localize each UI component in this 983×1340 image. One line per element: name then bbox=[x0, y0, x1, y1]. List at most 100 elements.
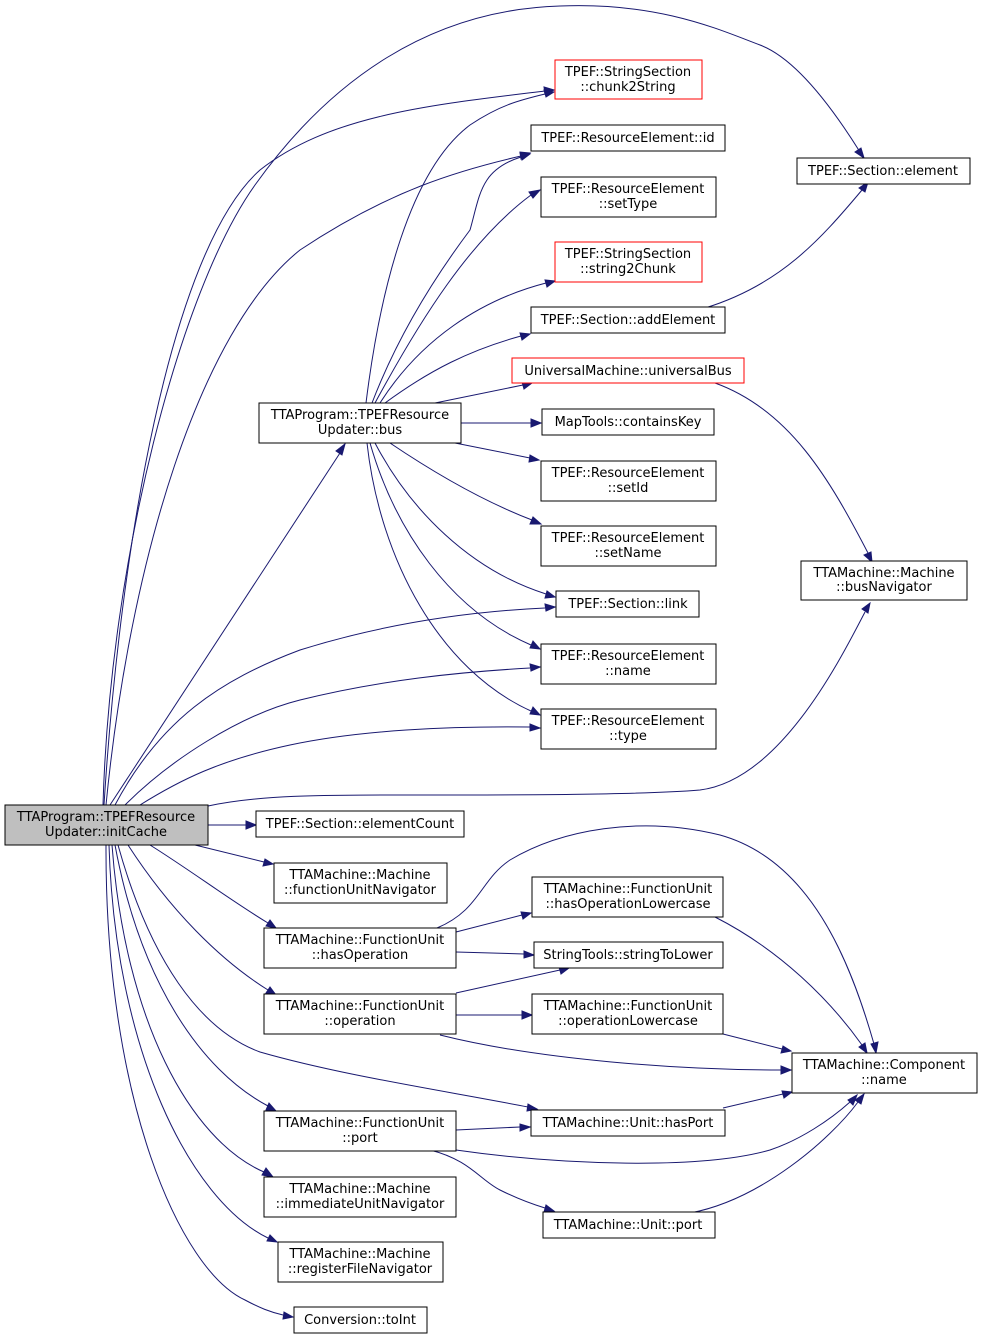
node-iunavigator[interactable]: TTAMachine::Machine ::immediateUnitNavig… bbox=[263, 1176, 457, 1218]
node-setid[interactable]: TPEF::ResourceElement ::setId bbox=[540, 460, 717, 502]
node-stringtolower-line1: StringTools::stringToLower bbox=[543, 948, 713, 963]
edge-bus-addelement bbox=[384, 335, 522, 404]
node-compname[interactable]: TTAMachine::Component ::name bbox=[791, 1052, 978, 1094]
arrow-bus-setid bbox=[528, 454, 541, 463]
node-oplower-line2: ::operationLowercase bbox=[558, 1014, 698, 1029]
node-hasoplower-line2: ::hasOperationLowercase bbox=[546, 897, 711, 912]
arrow-hasoplower-compname bbox=[858, 1042, 868, 1055]
edge-initcache-iunavigator bbox=[111, 844, 265, 1173]
node-oplower[interactable]: TTAMachine::FunctionUnit ::operationLowe… bbox=[531, 993, 724, 1035]
edge-initcache-link bbox=[114, 607, 546, 806]
edge-initcache-re-id bbox=[105, 155, 522, 806]
edge-operation-compname bbox=[439, 1034, 782, 1071]
node-operation[interactable]: TTAMachine::FunctionUnit ::operation bbox=[263, 993, 457, 1035]
node-re-name-line1: TPEF::ResourceElement bbox=[551, 649, 705, 664]
arrow-initcache-bus bbox=[335, 442, 346, 456]
arrow-bus-re-id bbox=[519, 152, 532, 161]
arrow-bus-chunk2string bbox=[543, 89, 556, 98]
arrow-bus-link bbox=[544, 590, 557, 599]
node-unitport[interactable]: TTAMachine::Unit::port bbox=[542, 1211, 716, 1239]
node-fuport-line1: TTAMachine::FunctionUnit bbox=[275, 1116, 444, 1131]
node-link-line1: TPEF::Section::link bbox=[567, 597, 688, 612]
node-rfnavigator-line1: TTAMachine::Machine bbox=[288, 1247, 430, 1262]
node-link[interactable]: TPEF::Section::link bbox=[555, 590, 700, 618]
node-rfnavigator[interactable]: TTAMachine::Machine ::registerFileNaviga… bbox=[277, 1241, 444, 1283]
edge-initcache-hasport bbox=[117, 844, 529, 1108]
edge-initcache-busnavigator bbox=[207, 611, 866, 807]
node-string2chunk[interactable]: TPEF::StringSection ::string2Chunk bbox=[554, 241, 703, 283]
node-operation-line1: TTAMachine::FunctionUnit bbox=[275, 999, 444, 1014]
node-settype[interactable]: TPEF::ResourceElement ::setType bbox=[540, 176, 717, 218]
node-hasoperation[interactable]: TTAMachine::FunctionUnit ::hasOperation bbox=[263, 927, 457, 969]
node-containskey[interactable]: MapTools::containsKey bbox=[541, 408, 715, 436]
arrow-hasoperation-compname bbox=[870, 1041, 879, 1055]
node-setname-line2: ::setName bbox=[595, 546, 662, 561]
node-re-name-line2: ::name bbox=[605, 664, 651, 679]
edge-bus-universalbus bbox=[434, 384, 524, 404]
node-toint[interactable]: Conversion::toInt bbox=[293, 1306, 428, 1334]
edge-hasoperation-compname bbox=[436, 825, 875, 1045]
edge-initcache-fuport bbox=[114, 844, 269, 1107]
node-re-name[interactable]: TPEF::ResourceElement ::name bbox=[540, 643, 717, 685]
edge-unitport-compname bbox=[689, 1101, 859, 1214]
node-hasoperation-line1: TTAMachine::FunctionUnit bbox=[275, 933, 444, 948]
arrow-initcache-iunavigator bbox=[261, 1167, 275, 1178]
arrow-initcache-elementcount bbox=[245, 820, 258, 830]
edge-fuport-unitport bbox=[429, 1149, 546, 1209]
node-compname-line1: TTAMachine::Component bbox=[802, 1058, 965, 1073]
edge-oplower-compname bbox=[722, 1033, 783, 1050]
node-hasoplower-line1: TTAMachine::FunctionUnit bbox=[543, 882, 712, 897]
node-initcache[interactable]: TTAProgram::TPEFResource Updater::initCa… bbox=[4, 804, 209, 846]
node-unitport-line1: TTAMachine::Unit::port bbox=[553, 1218, 703, 1233]
edge-hasoperation-stringtolower bbox=[455, 951, 525, 955]
node-bus[interactable]: TTAProgram::TPEFResource Updater::bus bbox=[258, 402, 462, 444]
edge-initcache-operation bbox=[127, 844, 269, 991]
node-re-type-line1: TPEF::ResourceElement bbox=[551, 714, 705, 729]
edge-fuport-compname bbox=[455, 1101, 851, 1164]
node-funavigator[interactable]: TTAMachine::Machine ::functionUnitNaviga… bbox=[273, 862, 448, 904]
node-iunavigator-line1: TTAMachine::Machine bbox=[288, 1182, 430, 1197]
node-oplower-line1: TTAMachine::FunctionUnit bbox=[543, 999, 712, 1014]
node-initcache-line1: TTAProgram::TPEFResource bbox=[16, 810, 195, 825]
arrow-initcache-busnavigator bbox=[861, 601, 871, 614]
edge-hasoplower-compname bbox=[714, 916, 863, 1046]
edge-universalbus-busnavigator bbox=[714, 382, 869, 554]
node-setid-line1: TPEF::ResourceElement bbox=[551, 466, 705, 481]
node-elementcount-line1: TPEF::Section::elementCount bbox=[265, 817, 455, 832]
node-settype-line1: TPEF::ResourceElement bbox=[551, 182, 705, 197]
arrow-hasoperation-stringtolower bbox=[523, 950, 536, 959]
node-section-element[interactable]: TPEF::Section::element bbox=[796, 157, 971, 185]
node-chunk2string[interactable]: TPEF::StringSection ::chunk2String bbox=[554, 59, 703, 100]
arrow-initcache-funavigator bbox=[262, 858, 275, 867]
node-iunavigator-line2: ::immediateUnitNavigator bbox=[276, 1197, 445, 1212]
node-busnavigator[interactable]: TTAMachine::Machine ::busNavigator bbox=[800, 560, 968, 601]
arrow-bus-string2chunk bbox=[544, 279, 557, 288]
node-initcache-line2: Updater::initCache bbox=[45, 825, 167, 840]
node-hasport[interactable]: TTAMachine::Unit::hasPort bbox=[530, 1109, 726, 1137]
node-chunk2string-line1: TPEF::StringSection bbox=[564, 65, 691, 80]
node-toint-line1: Conversion::toInt bbox=[304, 1313, 416, 1328]
edge-bus-link bbox=[374, 442, 547, 595]
edge-hasoperation-hasoplower bbox=[455, 914, 523, 933]
node-bus-line2: Updater::bus bbox=[318, 423, 402, 438]
node-rfnavigator-line2: ::registerFileNavigator bbox=[288, 1262, 433, 1277]
node-re-id[interactable]: TPEF::ResourceElement::id bbox=[530, 124, 726, 152]
arrow-operation-compname bbox=[780, 1065, 793, 1075]
node-setname[interactable]: TPEF::ResourceElement ::setName bbox=[540, 525, 717, 567]
edge-initcache-re-name bbox=[124, 667, 531, 806]
node-stringtolower[interactable]: StringTools::stringToLower bbox=[533, 941, 724, 969]
node-re-type[interactable]: TPEF::ResourceElement ::type bbox=[540, 708, 717, 750]
node-hasoplower[interactable]: TTAMachine::FunctionUnit ::hasOperationL… bbox=[531, 876, 724, 918]
arrow-bus-re-name bbox=[529, 640, 542, 650]
node-string2chunk-line2: ::string2Chunk bbox=[580, 262, 676, 277]
arrow-initcache-section-element bbox=[854, 147, 865, 160]
node-funavigator-line1: TTAMachine::Machine bbox=[288, 868, 430, 883]
node-hasport-line1: TTAMachine::Unit::hasPort bbox=[542, 1116, 714, 1131]
edge-bus-re-id bbox=[371, 156, 522, 404]
node-elementcount[interactable]: TPEF::Section::elementCount bbox=[255, 810, 465, 838]
node-universalbus[interactable]: UniversalMachine::universalBus bbox=[511, 357, 745, 384]
node-fuport[interactable]: TTAMachine::FunctionUnit ::port bbox=[263, 1110, 457, 1152]
edge-initcache-rfnavigator bbox=[108, 844, 269, 1239]
node-addelement[interactable]: TPEF::Section::addElement bbox=[530, 306, 726, 334]
node-setname-line1: TPEF::ResourceElement bbox=[551, 531, 705, 546]
